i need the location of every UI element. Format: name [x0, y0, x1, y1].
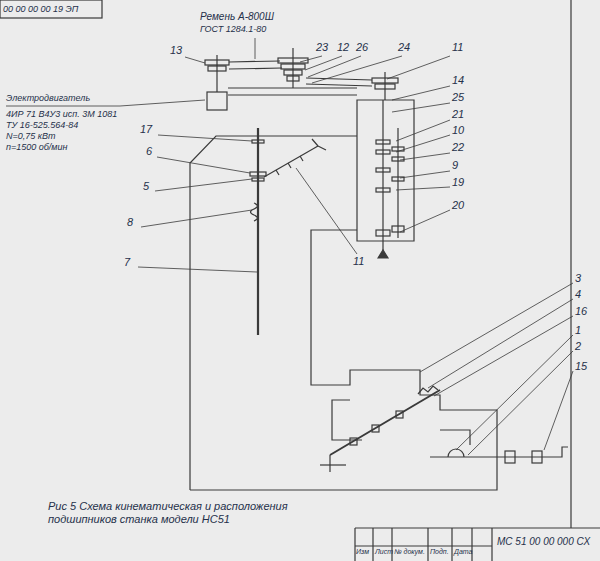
machine-body — [190, 100, 497, 490]
callout-number: 26 — [356, 41, 368, 54]
title-block-cell: Дата — [454, 548, 472, 556]
callout-number: 23 — [316, 41, 328, 54]
motor-note: Электродвигатель — [6, 93, 90, 103]
callout-number: 5 — [143, 180, 149, 193]
callout-number: 1 — [575, 324, 581, 337]
drive — [205, 48, 398, 110]
title-block-cell: Изм — [356, 548, 369, 556]
callout-number: 4 — [575, 288, 581, 301]
callout-number: 20 — [452, 199, 464, 212]
callout-number: 16 — [575, 305, 587, 318]
callout-number: 9 — [452, 159, 458, 172]
stamp-box — [0, 0, 102, 18]
callout-number: 11 — [452, 41, 463, 54]
callout-number: 24 — [398, 41, 410, 54]
callout-number: 10 — [452, 124, 464, 137]
belt-note: Ремень А-800Ш — [200, 11, 274, 23]
callout-number: 22 — [452, 141, 464, 154]
callout-number: 14 — [452, 74, 464, 87]
spindle — [250, 128, 326, 335]
frame-line — [570, 0, 571, 528]
belt-note: ГОСТ 1284.1-80 — [200, 24, 266, 34]
callout-number: 3 — [575, 272, 581, 285]
feed-mechanism — [320, 386, 568, 472]
callout-number: 13 — [170, 44, 182, 57]
gearbox — [376, 100, 404, 258]
motor-note: ТУ 16-525.564-84 — [6, 120, 78, 130]
callout-number: 15 — [575, 360, 587, 373]
motor-note: 4ИР 71 В4У3 исп. 3М 1081 — [6, 109, 117, 119]
callout-number: 2 — [575, 340, 581, 353]
callout-number: 19 — [452, 176, 464, 189]
title-block-cell: № докум. — [394, 548, 425, 556]
stamp-code: 00 00 00 00 19 ЭП — [3, 4, 78, 14]
motor-note: n=1500 об/мин — [6, 142, 67, 152]
title-block-cell: Лист — [375, 548, 393, 556]
callout-number: 21 — [452, 108, 464, 121]
callout-number: 17 — [140, 123, 152, 136]
leader-lines — [6, 38, 573, 455]
callout-number: 25 — [452, 91, 464, 104]
drawing-number: МС 51 00 00 000 СХ — [497, 536, 590, 548]
title-block — [355, 528, 600, 561]
callout-number: 11 — [353, 255, 364, 268]
callout-number: 12 — [337, 41, 349, 54]
callout-number: 7 — [124, 256, 130, 269]
motor-note: N=0,75 кВт — [6, 131, 56, 141]
title-block-cell: Подп. — [430, 548, 449, 556]
callout-number: 8 — [127, 216, 133, 229]
figure-caption: Рис 5 Схема кинематическая и расположени… — [48, 500, 338, 525]
callout-number: 6 — [146, 145, 152, 158]
